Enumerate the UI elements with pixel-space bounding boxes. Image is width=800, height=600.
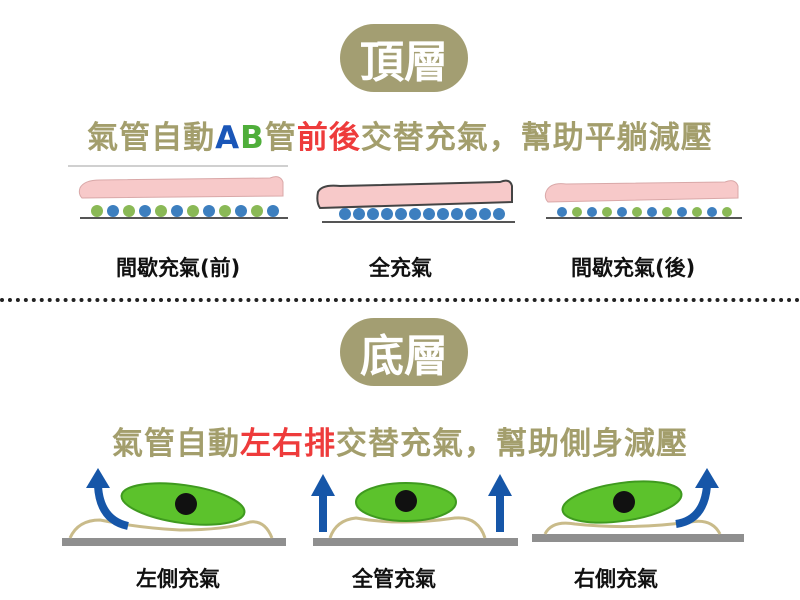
body-shape [316,179,513,210]
top-headline-mid: 管 [264,120,297,156]
bottom-illustration-full [311,474,518,546]
label-right-side: 右側充氣 [574,567,658,591]
top-headline-highlight: 前後 [296,120,361,156]
air-cells [91,205,279,217]
label-left-side: 左側充氣 [136,567,220,591]
bottom-illustration-right [532,468,744,542]
label-intermittent-back: 間歇充氣(後) [571,256,696,280]
air-cells [339,208,505,220]
bottom-headline: 氣管自動左右排交替充氣，幫助側身減壓 [0,418,800,463]
bottom-headline-pre: 氣管自動 [112,426,240,462]
body-shape [78,176,284,199]
top-illustration-front [68,165,288,219]
top-illustration-back [544,180,742,219]
bottom-headline-highlight: 左右排 [240,426,336,462]
top-layer-badge: 頂層 [340,24,468,92]
arrow-up-left-icon [94,485,130,530]
label-intermittent-front: 間歇充氣(前) [116,256,241,280]
section-divider [0,298,800,302]
top-headline-b: B [240,120,265,156]
bottom-illustration-left [62,468,286,546]
top-headline-a: A [215,120,241,156]
top-illustration-full [316,179,515,223]
bottom-layer-badge: 底層 [340,318,468,386]
bottom-headline-post: 交替充氣，幫助側身減壓 [336,426,688,462]
top-headline: 氣管自動AB管前後交替充氣，幫助平躺減壓 [0,112,800,157]
body-shape [544,180,739,203]
arrow-up-right-icon [675,485,711,528]
top-headline-post: 交替充氣，幫助平躺減壓 [360,120,713,156]
top-headline-pre: 氣管自動 [87,120,216,156]
label-full-tube: 全管充氣 [352,567,436,591]
air-cells [557,207,732,217]
label-full-inflation: 全充氣 [369,256,432,280]
